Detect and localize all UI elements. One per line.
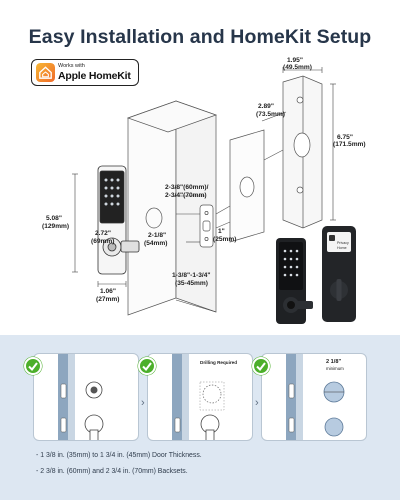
dim-keypad-height: 5.08" [46,215,62,222]
interior-mounting-plate [282,75,323,229]
existing-door-illustration [58,354,104,440]
page-title: Easy Installation and HomeKit Setup [28,26,372,48]
interior-label-line1: Privacy [337,241,349,245]
interior-label-line2: Home [337,246,347,250]
apple-homekit-badge: Works with Apple HomeKit [31,59,139,86]
arrow-icon: › [141,397,145,409]
dim-keypad-height-mm: (129mm) [42,223,69,230]
dim-plate-depth-mm: (73.5mm) [256,111,285,118]
gasket-plate [229,129,265,243]
dim-plate-width-mm: (49.5mm) [283,64,312,71]
keypad-exterior [97,165,140,275]
dim-keypad-depth: 1.06" [100,288,116,295]
spec-door-thickness: - 1 3/8 in. (35mm) to 1 3/4 in. (45mm) D… [36,452,202,459]
door-compatibility-panel: Drilling Required 2 1/8" minimum › › - 1… [0,335,400,500]
step-card-drilling: Drilling Required [147,353,253,441]
dim-backset-1: 2-3/8"(60mm)/ [165,184,209,191]
check-icon [138,357,156,375]
bore-minimum-label: 2 1/8" [326,359,342,365]
dim-backset-2: 2-3/4"(70mm) [165,192,207,199]
arrow-icon: › [255,397,259,409]
step-card-existing-hole [33,353,139,441]
dim-plate-depth: 2.89" [258,103,274,110]
homekit-house-icon [36,63,55,82]
drilling-required-label: Drilling Required [200,360,238,365]
spec-backsets: - 2 3/8 in. (60mm) and 2 3/4 in. (70mm) … [36,468,188,475]
homekit-label: Apple HomeKit [58,70,131,82]
door-bore-hole [145,207,163,229]
dim-door-thickness-mm: (35-45mm) [175,280,208,287]
step-card-bore-size: 2 1/8" minimum [261,353,367,441]
check-icon [24,357,42,375]
check-icon [252,357,270,375]
installation-diagram: 1.95" (49.5mm) 6.75" (171.5mm) 2.89" (73… [42,57,366,324]
drilling-door-illustration [172,354,225,440]
dim-plate-height: 6.75" [337,134,353,141]
dim-bore-hole: 2-1/8" [148,232,166,239]
product-interior-unit [322,226,356,322]
dim-keypad-depth-mm: (27mm) [96,296,119,303]
dim-latch-hole: 1" [218,228,225,235]
door-top [126,100,218,133]
bore-minimum-sub: minimum [326,366,344,371]
dim-door-thickness: 1-3/8"-1-3/4" [172,272,211,279]
dim-plate-width: 1.95" [287,57,303,64]
bore-size-illustration [286,354,345,440]
homekit-works-with: Works with [58,63,85,69]
dim-plate-height-mm: (171.5mm) [333,141,366,148]
latch-plate [199,204,214,248]
dim-bore-hole-mm: (54mm) [144,240,167,247]
dim-latch-hole-mm: (25mm) [213,236,236,243]
product-keypad [276,238,313,324]
dim-keypad-width-mm: (69mm) [91,238,114,245]
dim-keypad-width: 2.72" [95,230,111,237]
